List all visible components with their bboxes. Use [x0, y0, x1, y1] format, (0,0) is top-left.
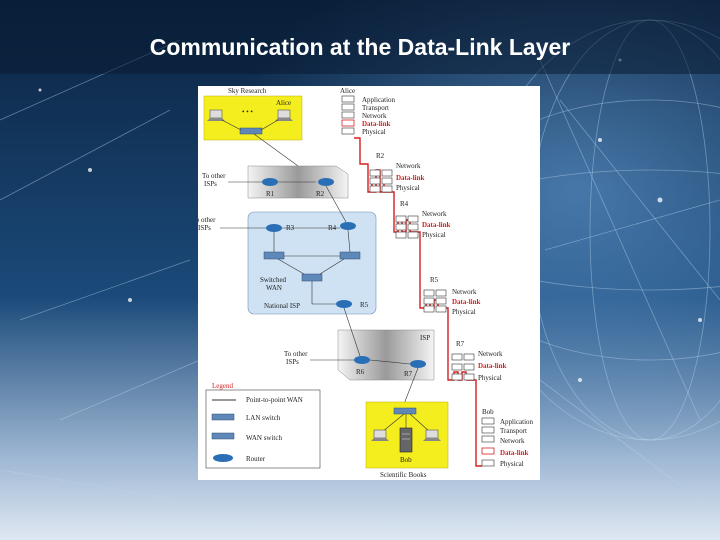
router-r1-label: R1 — [266, 190, 275, 198]
r7-layer-physical: Physical — [478, 374, 502, 382]
lan-switch-icon — [211, 413, 235, 421]
bob-stack-host: Bob — [482, 408, 494, 416]
wan-switch-icon — [339, 251, 361, 260]
r4-layer-data-link: Data-link — [422, 221, 451, 229]
server-icon — [399, 427, 413, 453]
alice-layer-application: Application — [362, 96, 396, 104]
router-icon — [336, 300, 352, 308]
r5-layer-physical: Physical — [452, 308, 476, 316]
isp-label: ISP — [420, 334, 430, 342]
alice-stack-host: Alice — [340, 87, 355, 95]
r5-stack-label: R5 — [430, 276, 439, 284]
wan-switch-icon — [263, 251, 285, 260]
router-r2-label: R2 — [316, 190, 325, 198]
router-icon — [318, 178, 334, 186]
bob-layer-application: Application — [500, 418, 534, 426]
alice-label: Alice — [276, 99, 291, 107]
isps-label: ISPs — [198, 224, 211, 232]
router-icon — [266, 224, 282, 232]
sky-research-label: Sky Research — [228, 87, 267, 95]
legend-item-p2p-wan: Point-to-point WAN — [246, 396, 303, 404]
router-r5-label: R5 — [360, 301, 369, 309]
r7-layer-network: Network — [478, 350, 503, 358]
laptop-icon — [207, 109, 225, 121]
laptop-icon — [275, 109, 293, 121]
legend-item-lan-switch: LAN switch — [246, 414, 281, 422]
lower-isp: ISP To other ISPs R6 R7 — [284, 307, 435, 405]
wan-switch-icon — [211, 432, 235, 440]
r2-layer-network: Network — [396, 162, 421, 170]
bob-label: Bob — [400, 456, 412, 464]
bob-protocol-stack: Bob Application Transport Network Data-l… — [481, 408, 534, 468]
router-icon — [340, 222, 356, 230]
r2-stack-label: R2 — [376, 152, 385, 160]
alice-layer-network: Network — [362, 112, 387, 120]
legend-title: Legend — [212, 382, 233, 390]
lan-switch-icon — [393, 407, 417, 415]
legend-item-wan-switch: WAN switch — [246, 434, 282, 442]
router-r6-label: R6 — [356, 368, 365, 376]
r2-protocol-stack: R2 Network Data-link Physical — [369, 152, 425, 193]
sky-research-lan: Sky Research Alice • • • — [203, 87, 317, 180]
laptop-icon — [423, 429, 441, 441]
r7-protocol-stack: R7 Network Data-link Physical — [451, 340, 507, 382]
to-other-isps-label: To other — [202, 172, 226, 180]
slide-title: Communication at the Data-Link Layer — [149, 34, 571, 60]
scientific-books-label: Scientific Books — [380, 471, 427, 479]
isps-label: ISPs — [286, 358, 299, 366]
wan-label: WAN — [266, 284, 282, 292]
legend-item-router: Router — [246, 455, 266, 463]
bob-layer-network: Network — [500, 437, 525, 445]
alice-layer-data-link: Data-link — [362, 120, 391, 128]
switched-wan-label: Switched — [260, 276, 287, 284]
r2-layer-data-link: Data-link — [396, 174, 425, 182]
alice-layer-transport: Transport — [362, 104, 389, 112]
alice-dots: • • • — [242, 108, 253, 116]
r5-layer-network: Network — [452, 288, 477, 296]
r5-protocol-stack: R5 Network Data-link Physical — [423, 276, 481, 316]
lan-switch-icon — [239, 127, 263, 135]
r4-protocol-stack: R4 Network Data-link Physical — [395, 200, 451, 239]
router-icon — [410, 360, 426, 368]
r7-stack-label: R7 — [456, 340, 465, 348]
router-icon — [262, 178, 278, 186]
legend: Legend Point-to-point WAN LAN switch WAN… — [205, 382, 321, 469]
isps-label: ISPs — [204, 180, 217, 188]
national-isp: To other ISPs R3 R4 Switched WAN R5 Nati… — [198, 185, 377, 315]
alice-layer-physical: Physical — [362, 128, 386, 136]
r2-layer-physical: Physical — [396, 184, 420, 192]
to-other-isps-label: To other — [198, 216, 216, 224]
wan-switch-icon — [301, 273, 323, 282]
router-icon — [354, 356, 370, 364]
r7-layer-data-link: Data-link — [478, 362, 507, 370]
national-isp-label: National ISP — [264, 302, 300, 310]
regional-isp: To other ISPs R1 R2 — [202, 165, 349, 199]
r5-layer-data-link: Data-link — [452, 298, 481, 306]
bob-layer-physical: Physical — [500, 460, 524, 468]
scientific-books-lan: Bob Scientific Books — [365, 401, 449, 479]
alice-protocol-stack: Alice Application Transport Network Data… — [340, 87, 396, 136]
r4-layer-network: Network — [422, 210, 447, 218]
router-icon — [213, 454, 233, 462]
r4-stack-label: R4 — [400, 200, 409, 208]
network-diagram: Sky Research Alice • • • To other ISPs R… — [198, 86, 540, 480]
bob-layer-transport: Transport — [500, 427, 527, 435]
to-other-isps-label: To other — [284, 350, 308, 358]
r4-layer-physical: Physical — [422, 231, 446, 239]
router-r7-label: R7 — [404, 370, 413, 378]
laptop-icon — [371, 429, 389, 441]
bob-layer-data-link: Data-link — [500, 449, 529, 457]
